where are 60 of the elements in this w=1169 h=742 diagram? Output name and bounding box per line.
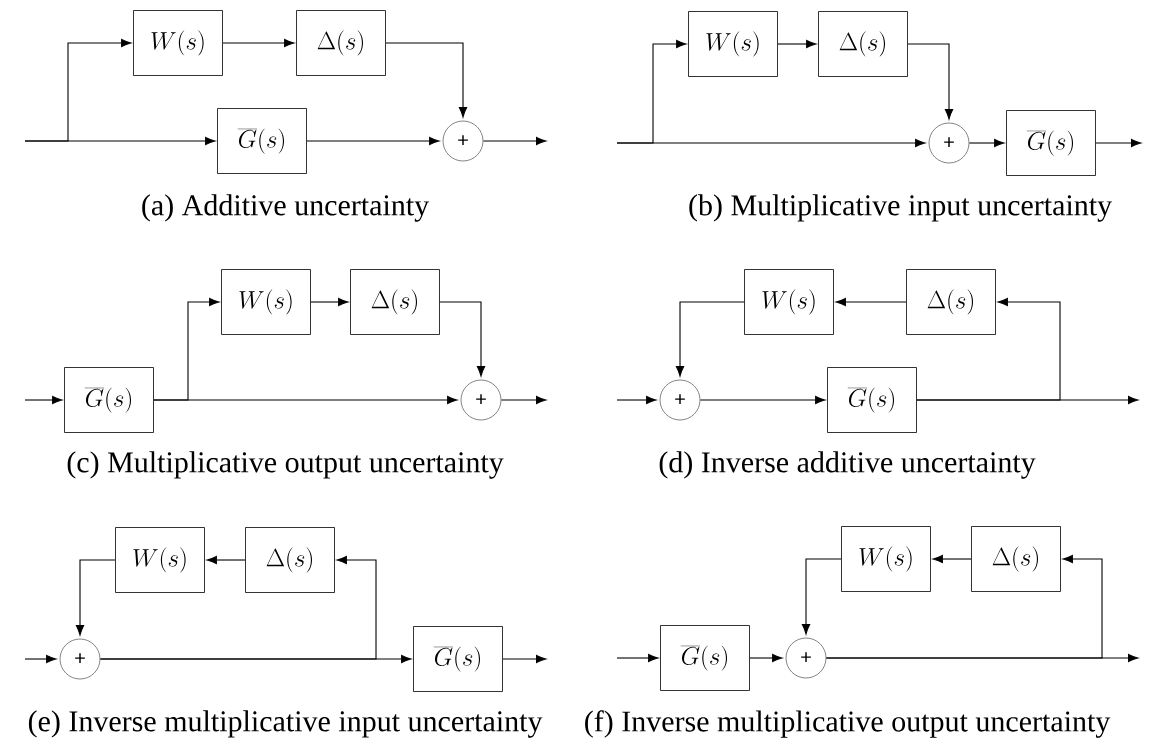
arrow: [907, 43, 954, 120]
arrow: [482, 136, 547, 146]
process-box: $\overline{G}(s)$: [827, 367, 917, 433]
process-box: $\Delta(s)$: [971, 526, 1061, 592]
process-box: $\Delta(s)$: [818, 11, 908, 77]
process-box: $\Delta(s)$: [296, 10, 386, 76]
arrow: [306, 136, 440, 146]
arrow: [310, 297, 349, 307]
process-box: $W(s)$: [841, 526, 931, 592]
arrow: [916, 297, 1061, 401]
arrow: [968, 138, 1005, 148]
summing-junction: +: [442, 120, 484, 162]
arrow: [616, 653, 659, 663]
caption: (c) Multiplicative output uncertainty: [67, 451, 504, 479]
caption: (d) Inverse additive uncertainty: [659, 451, 1036, 479]
arrow: [1095, 138, 1142, 148]
arrow: [24, 136, 216, 146]
arrow: [502, 654, 547, 664]
summing-junction: +: [59, 638, 101, 680]
process-box: $W(s)$: [221, 269, 311, 335]
arrow: [749, 653, 783, 663]
arrow: [825, 554, 1103, 659]
process-box: $\overline{G}(s)$: [217, 108, 307, 174]
arrow: [222, 38, 295, 48]
process-box: $W(s)$: [115, 527, 205, 593]
process-box: $\overline{G}(s)$: [660, 625, 750, 691]
summing-junction: +: [460, 379, 502, 421]
arrow: [616, 395, 657, 405]
arrow: [675, 301, 745, 377]
process-box: $\Delta(s)$: [906, 269, 996, 335]
process-box: $W(s)$: [133, 10, 223, 76]
arrow: [801, 558, 842, 635]
summing-junction: +: [785, 637, 827, 679]
arrow: [500, 395, 547, 405]
process-box: $\overline{G}(s)$: [64, 367, 154, 433]
process-box: $W(s)$: [688, 11, 778, 77]
process-box: $\overline{G}(s)$: [413, 626, 503, 692]
process-box: $\Delta(s)$: [245, 527, 335, 593]
caption: (a) Additive uncertainty: [142, 194, 430, 222]
arrow: [24, 654, 57, 664]
arrow: [24, 395, 63, 405]
arrow: [206, 555, 246, 565]
caption: (e) Inverse multiplicative input uncertainty: [28, 710, 543, 738]
arrow: [439, 301, 486, 377]
arrow: [932, 554, 972, 564]
arrow: [777, 39, 817, 49]
arrow: [153, 395, 458, 405]
arrow: [835, 297, 907, 307]
summing-junction: +: [659, 379, 701, 421]
process-box: $\Delta(s)$: [350, 269, 440, 335]
arrow: [99, 555, 377, 660]
caption: (f) Inverse multiplicative output uncertainty: [585, 710, 1111, 738]
arrow: [75, 559, 116, 636]
arrow: [699, 395, 826, 405]
arrow: [385, 42, 468, 118]
process-box: $\overline{G}(s)$: [1006, 110, 1096, 176]
arrow: [616, 138, 926, 148]
summing-junction: +: [928, 122, 970, 164]
caption: (b) Multiplicative input uncertainty: [689, 194, 1112, 222]
process-box: $W(s)$: [744, 269, 834, 335]
